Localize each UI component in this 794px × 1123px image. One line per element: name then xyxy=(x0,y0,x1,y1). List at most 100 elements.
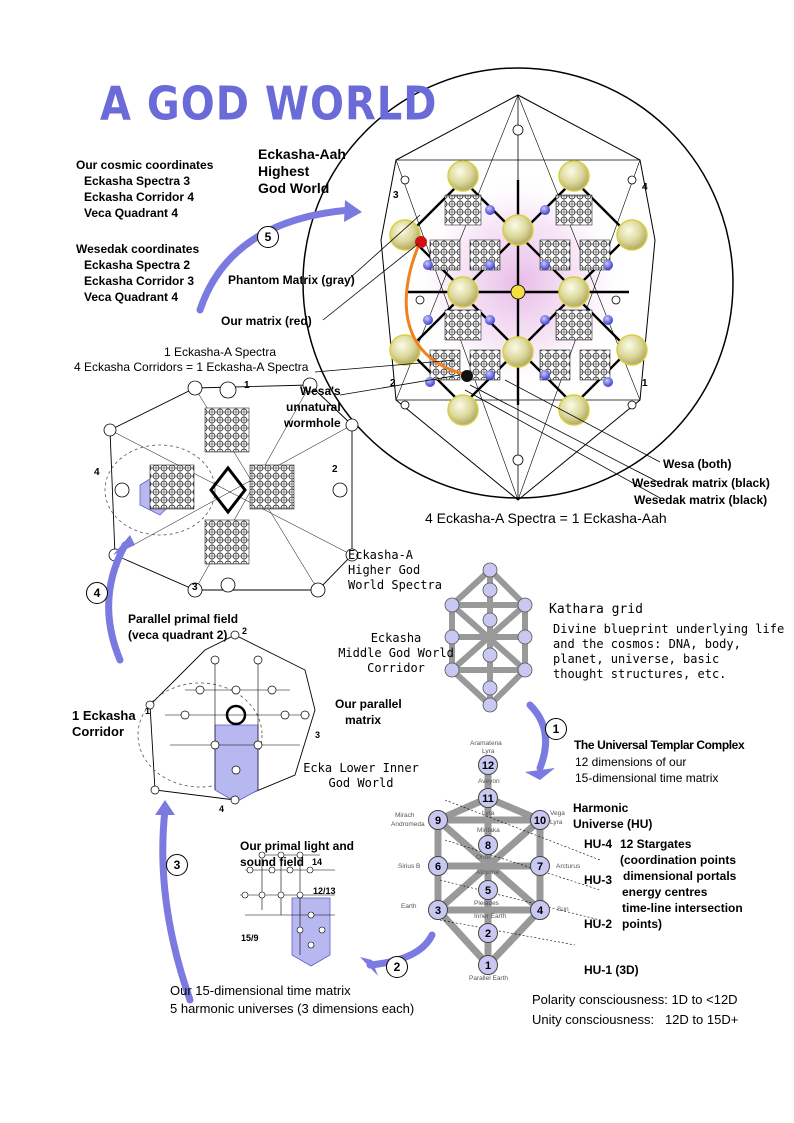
wesedak-line: Eckasha Corridor 3 xyxy=(84,274,195,288)
hu-level-1: HU-1 (3D) xyxy=(584,963,639,977)
spectra-number-1: 1 xyxy=(244,380,250,391)
templar-description: 12 dimensions of our 15-dimensional time… xyxy=(575,754,718,786)
star-name: Lyra xyxy=(482,748,495,755)
stargates-line: dimensional portals xyxy=(623,869,737,883)
star-name: Sirius B xyxy=(398,863,421,870)
polarity-line: Polarity consciousness: 1D to <12D xyxy=(532,992,738,1007)
spectra-heading-line: 1 Eckasha-A Spectra xyxy=(163,345,277,359)
step-badge: 3 xyxy=(166,854,188,876)
cosmic-coordinates: Our cosmic coordinates Eckasha Spectra 3… xyxy=(76,157,213,221)
tree-node: 11 xyxy=(478,788,498,808)
kathara-desc-line: planet, universe, basic xyxy=(553,652,720,666)
primal-heading-line: Our primal light and xyxy=(240,839,355,853)
step-badge: 5 xyxy=(257,226,279,248)
stargates-line: energy centres xyxy=(622,885,708,899)
hu-heading: Harmonic Universe (HU) xyxy=(573,800,652,832)
step-badge: 2 xyxy=(386,956,408,978)
cosmic-line: Eckasha Corridor 4 xyxy=(84,190,195,204)
tree-node: 7 xyxy=(530,856,550,876)
our-matrix-label: Our matrix (red) xyxy=(221,314,312,328)
cosmic-line: Eckasha Spectra 3 xyxy=(84,174,191,188)
wesedak-coordinates: Wesedak coordinates Eckasha Spectra 2 Ec… xyxy=(76,241,199,305)
wormhole-line: wormhole xyxy=(284,416,341,430)
stargates-line: points) xyxy=(622,917,662,931)
eckasha-a-spectra-diagram xyxy=(103,377,359,598)
star-name: Mintaka xyxy=(477,827,500,834)
matrix15-caption: Our 15-dimensional time matrix 5 harmoni… xyxy=(170,982,414,1018)
aah-title: Eckasha-Aah Highest God World xyxy=(258,146,346,197)
star-name: Aramatena xyxy=(470,740,502,747)
star-name: Aveyon xyxy=(478,778,500,785)
corridor-number-4: 4 xyxy=(219,804,225,814)
spectra-heading-2: 4 Eckasha Corridors = 1 Eckasha-A Spectr… xyxy=(74,360,309,374)
star-name: Pleiades xyxy=(474,900,499,907)
eckasha-corridor-diagram xyxy=(137,630,316,805)
star-name: Vega xyxy=(550,810,565,817)
matrix15-line: 5 harmonic universes (3 dimensions each) xyxy=(170,1001,415,1016)
star-name: Earth xyxy=(401,903,417,910)
corridor-name-line: Middle God World xyxy=(338,646,454,660)
star-name: Mirach xyxy=(395,812,415,819)
parallel-matrix-line: matrix xyxy=(345,713,382,727)
kathara-desc-line: and the cosmos: DNA, body, xyxy=(553,637,741,651)
star-name: Orion xyxy=(476,854,492,861)
spectra-name-line: World Spectra xyxy=(348,578,442,592)
kathara-grid-diagram xyxy=(444,562,533,713)
templar-desc-line: 15-dimensional time matrix xyxy=(575,771,719,785)
unity-line: Unity consciousness: 12D to 15D+ xyxy=(532,1012,739,1027)
stargates-line: (coordination points xyxy=(620,853,736,867)
cosmic-line: Veca Quadrant 4 xyxy=(84,206,179,220)
aah-title-line: Eckasha-Aah xyxy=(258,146,346,162)
matrix15-line: Our 15-dimensional time matrix xyxy=(170,983,351,998)
stargates-label: 12 Stargates (coordination points dimens… xyxy=(620,836,743,932)
tree-node: 1 xyxy=(478,955,498,975)
cosmic-heading: Our cosmic coordinates xyxy=(76,158,214,172)
tree-node: 5 xyxy=(478,880,498,900)
consciousness-levels: Polarity consciousness: 1D to <12D Unity… xyxy=(532,990,738,1030)
wesedak-heading: Wesedak coordinates xyxy=(76,242,200,256)
parallel-field-line: (veca quadrant 2) xyxy=(128,628,228,642)
wormhole-line: Wesa's xyxy=(300,384,341,398)
kathara-title: Kathara grid xyxy=(549,602,643,617)
stargates-line: 12 Stargates xyxy=(620,837,692,851)
parallel-matrix-label: Our parallel matrix xyxy=(335,696,402,728)
corridor-name-line: Corridor xyxy=(367,661,425,675)
corridor-name: Eckasha Middle God World Corridor xyxy=(336,631,456,676)
aah-quadrant-3: 3 xyxy=(393,190,399,201)
primal-heading: Our primal light and sound field xyxy=(240,838,354,870)
star-name: Andromeda xyxy=(391,821,425,828)
kathara-desc-line: Divine blueprint underlying life xyxy=(553,622,785,636)
hu-heading-line: Universe (HU) xyxy=(573,817,653,831)
star-name: Arcturus xyxy=(556,863,581,870)
wesedrak-label: Wesedrak matrix (black) xyxy=(632,476,770,490)
corridor-name-line: Eckasha xyxy=(370,631,422,645)
wesedak-line: Eckasha Spectra 2 xyxy=(84,258,191,272)
aah-title-line: God World xyxy=(258,180,330,196)
hu-level-3: HU-3 xyxy=(584,873,613,887)
primal-number-14: 14 xyxy=(312,857,323,867)
parallel-field-label: Parallel primal field (veca quadrant 2) xyxy=(128,611,238,643)
step-badge: 4 xyxy=(86,582,108,604)
corridor-left-label: 1 Eckasha Corridor xyxy=(72,708,136,740)
inner-line: God World xyxy=(328,776,394,790)
corridor-left-line: Corridor xyxy=(72,724,124,739)
wesa-label: Wesa (both) xyxy=(663,457,732,471)
corridor-number-3: 3 xyxy=(315,730,321,740)
star-name: Inner Earth xyxy=(474,913,507,920)
tree-node: 2 xyxy=(478,923,498,943)
spectra-name: Eckasha-A Higher God World Spectra xyxy=(348,548,442,593)
aah-quadrant-1: 1 xyxy=(642,378,648,389)
spectra-number-4: 4 xyxy=(94,467,100,478)
corridor-left-line: 1 Eckasha xyxy=(72,708,136,723)
corridor-number-2: 2 xyxy=(242,626,248,636)
wormhole-label: Wesa's unnatural wormhole xyxy=(284,383,341,431)
wesedak-line: Veca Quadrant 4 xyxy=(84,290,179,304)
spectra-heading: 1 Eckasha-A Spectra xyxy=(120,344,320,360)
page-title: A GOD WORLD xyxy=(100,78,438,131)
spectra-number-2: 2 xyxy=(332,464,338,475)
hu-level-4: HU-4 xyxy=(584,837,613,851)
templar-title: The Universal Templar Complex xyxy=(574,738,745,752)
templar-desc-line: 12 dimensions of our xyxy=(575,755,687,769)
step-arrows xyxy=(105,206,550,1004)
